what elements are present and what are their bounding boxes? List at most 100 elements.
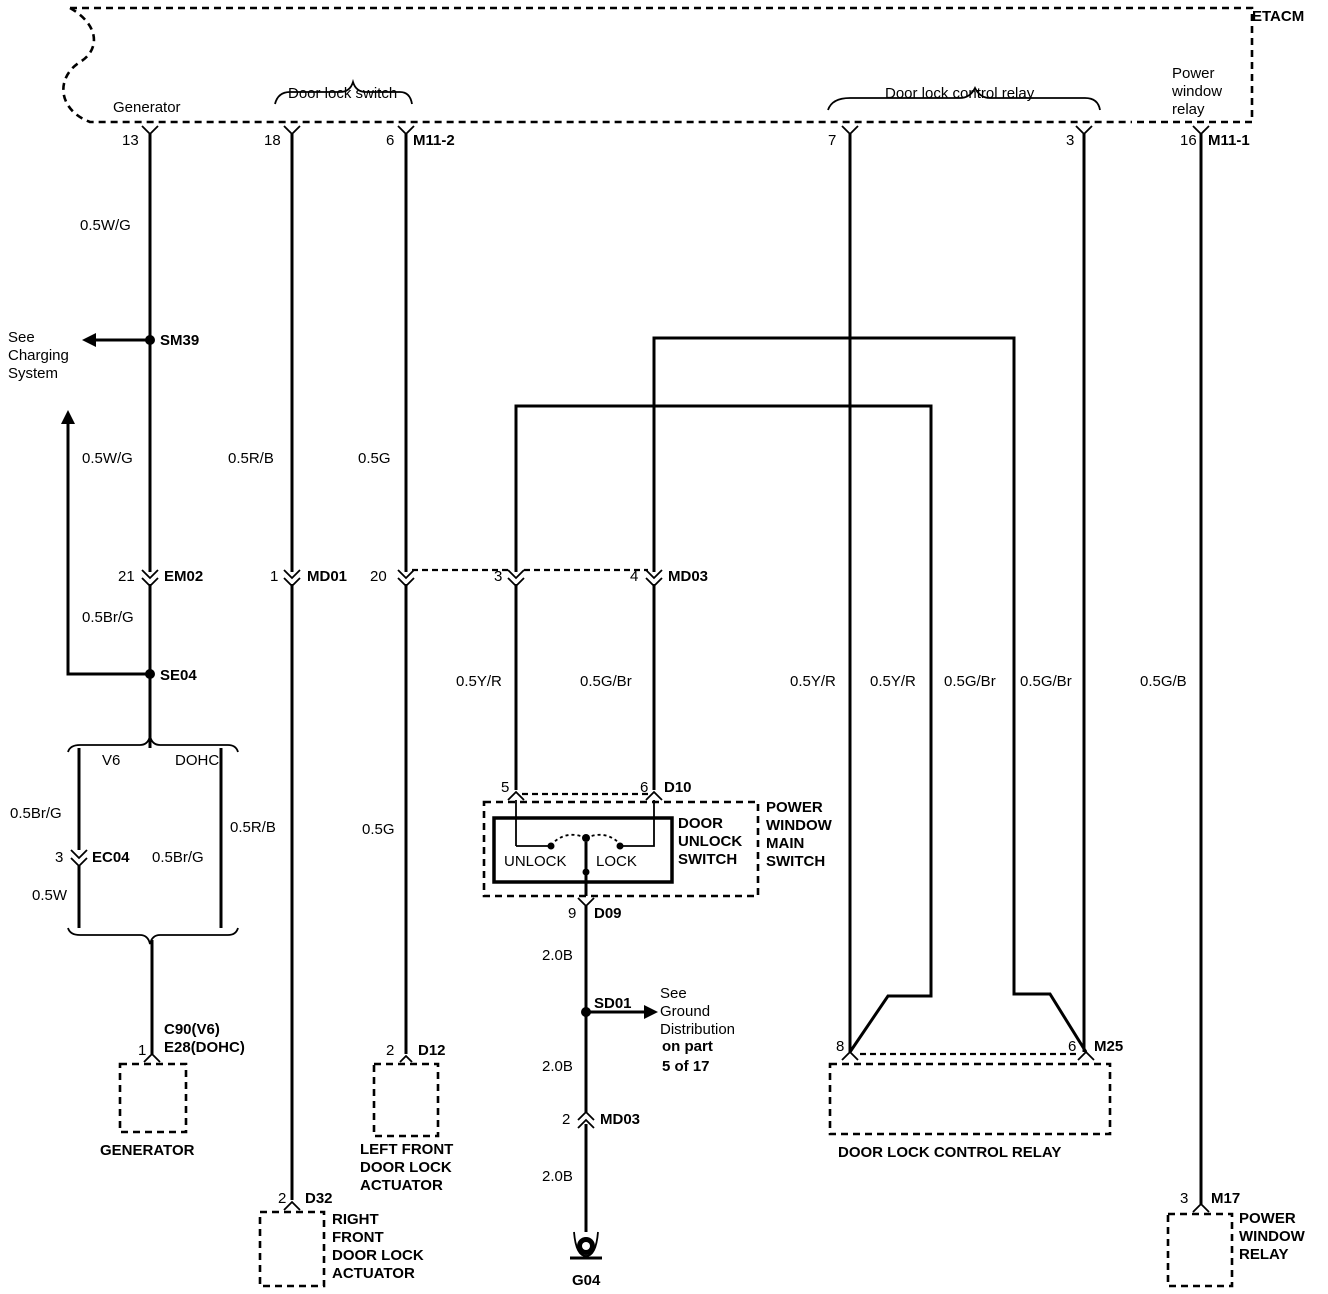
connector-m11-1: M11-1 (1208, 132, 1250, 149)
splice-sm39: SM39 (160, 332, 199, 349)
connector-md03: MD03 (668, 568, 708, 585)
connector-md03b-symbol (577, 1110, 595, 1129)
wire-0-5brg-a: 0.5Br/G (82, 609, 134, 626)
switch-unlock-label: UNLOCK (504, 853, 567, 870)
pin-18: 18 (264, 132, 281, 149)
d32-terminal (283, 1200, 301, 1211)
connector-m25: M25 (1094, 1038, 1123, 1055)
left-front-actuator-box (372, 1062, 440, 1138)
see-ground-1: See (660, 985, 687, 1002)
etacm-pin-terminals (141, 125, 1210, 136)
control-relay-brace (827, 85, 1101, 111)
connector-em02-symbol (141, 569, 159, 588)
md03-pin3: 3 (494, 568, 502, 585)
wire-0-5gb: 0.5G/B (1140, 673, 1187, 690)
wire-0-5brg-c: 0.5Br/G (152, 849, 204, 866)
pin-7: 7 (828, 132, 836, 149)
power-window-relay-comp-1: POWER (1239, 1210, 1296, 1227)
connector-e28: E28(DOHC) (164, 1039, 245, 1056)
pin-6: 6 (386, 132, 394, 149)
connector-md01-symbol (283, 569, 301, 588)
m25-pin8-terminal (841, 1050, 859, 1061)
wire-0-5g-b: 0.5G (362, 821, 395, 838)
md03b-pin: 2 (562, 1111, 570, 1128)
generator-terminal (143, 1052, 161, 1063)
connector-md01: MD01 (307, 568, 347, 585)
see-charging-2: Charging (8, 347, 69, 364)
left-front-label-2: DOOR LOCK (360, 1159, 452, 1176)
door-unlock-switch-label-2: UNLOCK (678, 833, 742, 850)
switch-arm-lock (585, 833, 619, 843)
d10-pin5: 5 (501, 779, 509, 796)
md03-pin20: 20 (370, 568, 387, 585)
see-charging-1: See (8, 329, 35, 346)
power-window-relay-box (1166, 1212, 1234, 1288)
wire-0-5yr-a: 0.5Y/R (456, 673, 502, 690)
m17-terminal (1192, 1202, 1210, 1213)
power-window-main-switch-label-4: SWITCH (766, 853, 825, 870)
right-front-label-3: DOOR LOCK (332, 1247, 424, 1264)
connector-c90: C90(V6) (164, 1021, 220, 1038)
em02-pin: 21 (118, 568, 135, 585)
wire-2-0b-a: 2.0B (542, 947, 573, 964)
generator-pin: 1 (138, 1042, 146, 1059)
left-front-label-1: LEFT FRONT (360, 1141, 453, 1158)
wire-2-0b-c: 2.0B (542, 1168, 573, 1185)
door-lock-switch-brace (274, 78, 413, 105)
connector-ec04-symbol (70, 849, 88, 868)
left-front-label-3: ACTUATOR (360, 1177, 443, 1194)
splice-se04-dot (145, 669, 155, 679)
etacm-module-outline (62, 6, 1254, 124)
door-lock-control-relay-box (828, 1062, 1112, 1136)
m25-pin6: 6 (1068, 1038, 1076, 1055)
connector-m17: M17 (1211, 1190, 1240, 1207)
connector-ec04: EC04 (92, 849, 130, 866)
wire-2-0b-b: 2.0B (542, 1058, 573, 1075)
d09-terminal (577, 897, 595, 908)
power-window-relay-label-1: Power (1172, 65, 1215, 82)
m25-pin6-terminal (1077, 1050, 1095, 1061)
wire-0-5gbr-a: 0.5G/Br (580, 673, 632, 690)
door-unlock-switch-box (492, 816, 674, 884)
power-window-relay-comp-2: WINDOW (1239, 1228, 1306, 1245)
connector-d10: D10 (664, 779, 692, 796)
ground-g04-icon (570, 1231, 602, 1260)
pin-3: 3 (1066, 132, 1074, 149)
connector-md03b: MD03 (600, 1111, 640, 1128)
see-ground-3: Distribution (660, 1021, 735, 1038)
wire-0-5rb-a: 0.5R/B (228, 450, 274, 467)
power-window-main-switch-box (482, 800, 760, 898)
wire-0-5g-a: 0.5G (358, 450, 391, 467)
wire-0-5gbr-c: 0.5G/Br (1020, 673, 1072, 690)
generator-label: GENERATOR (100, 1142, 195, 1159)
wire-0-5w: 0.5W (32, 887, 68, 904)
ground-distribution-arrow (644, 1005, 658, 1019)
splice-sm39-dot (145, 335, 155, 345)
see-charging-3: System (8, 365, 58, 382)
connector-md03-pin3-symbol (507, 569, 525, 588)
variant-dohc: DOHC (175, 752, 219, 769)
door-unlock-switch-wires (514, 134, 1088, 1053)
switch-lock-lead (622, 800, 655, 847)
m25-pin8: 8 (836, 1038, 844, 1055)
m17-pin: 3 (1180, 1190, 1188, 1207)
ground-g04: G04 (572, 1272, 601, 1289)
etacm-label: ETACM (1252, 8, 1304, 25)
wire-0-5yr-c: 0.5Y/R (870, 673, 916, 690)
door-unlock-switch-label-3: SWITCH (678, 851, 737, 868)
pin-16: 16 (1180, 132, 1197, 149)
ec04-pin: 3 (55, 849, 63, 866)
wire-0-5wg-b: 0.5W/G (82, 450, 133, 467)
connector-d09: D09 (594, 905, 622, 922)
d10-pin5-terminal (507, 790, 525, 801)
connector-d32: D32 (305, 1190, 333, 1207)
d09-pin: 9 (568, 905, 576, 922)
door-lock-switch-label: Door lock switch (288, 85, 397, 102)
switch-lock-label: LOCK (596, 853, 637, 870)
wire-0-5yr-b: 0.5Y/R (790, 673, 836, 690)
etacm-generator-label: Generator (113, 99, 181, 116)
wire-0-5wg-a: 0.5W/G (80, 217, 131, 234)
switch-arm-unlock (553, 833, 587, 843)
power-window-relay-label-2: window (1171, 83, 1222, 100)
